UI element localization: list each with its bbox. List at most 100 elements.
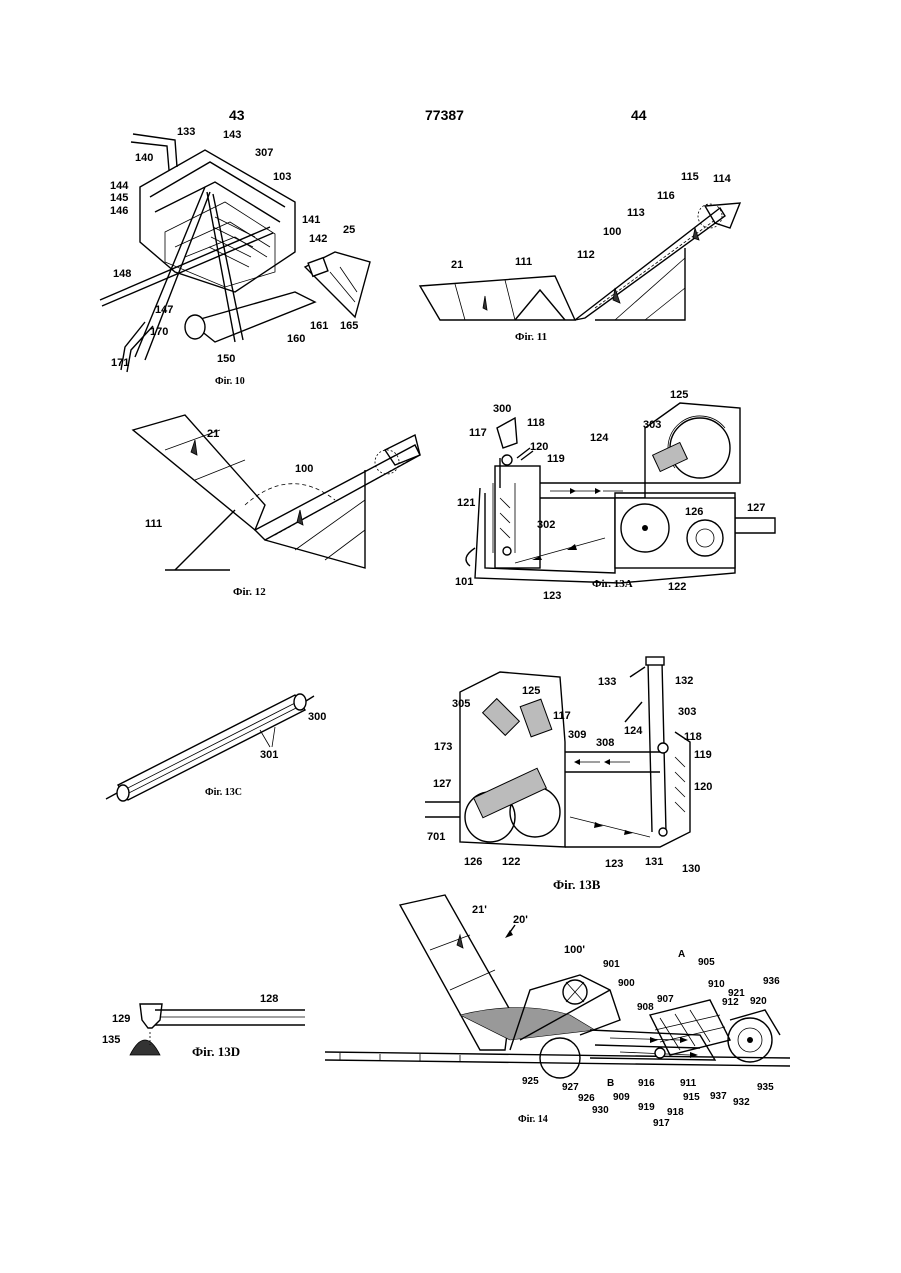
caption-fig10: Фіг. 10 bbox=[215, 376, 245, 387]
page-number-left: 43 bbox=[229, 107, 245, 123]
label-160: 160 bbox=[287, 333, 305, 345]
label-140: 140 bbox=[135, 152, 153, 164]
label-118: 118 bbox=[684, 731, 702, 743]
caption-fig13c: Фіг. 13С bbox=[205, 787, 242, 798]
label-113: 113 bbox=[627, 207, 645, 219]
label-305: 305 bbox=[452, 698, 470, 710]
label-120: 120 bbox=[530, 441, 548, 453]
figure-11: 115 114 116 113 100 112 21 111 Фіг. 11 bbox=[415, 168, 755, 348]
figure-13b: 133 132 305 125 303 117 309 308 124 118 … bbox=[420, 632, 730, 894]
label-B: B bbox=[607, 1078, 614, 1089]
label-907: 907 bbox=[657, 994, 674, 1005]
label-147: 147 bbox=[155, 304, 173, 316]
label-925: 925 bbox=[522, 1076, 539, 1087]
label-103: 103 bbox=[273, 171, 291, 183]
label-165: 165 bbox=[340, 320, 358, 332]
label-111: 111 bbox=[145, 518, 162, 530]
label-20-prime: 20' bbox=[513, 914, 528, 926]
figure-13c: 300 301 Фіг. 13С bbox=[100, 685, 350, 810]
figure-12: 21 100 111 Фіг. 12 bbox=[125, 410, 435, 600]
label-910: 910 bbox=[708, 979, 725, 990]
label-145: 145 bbox=[110, 192, 128, 204]
label-143: 143 bbox=[223, 129, 241, 141]
label-926: 926 bbox=[578, 1093, 595, 1104]
label-117: 303 bbox=[678, 706, 696, 718]
label-100-prime: 100' bbox=[564, 944, 585, 956]
label-142: 142 bbox=[309, 233, 327, 245]
caption-fig12: Фіг. 12 bbox=[233, 586, 266, 598]
label-126: 126 bbox=[464, 856, 482, 868]
label-309: 309 bbox=[568, 729, 586, 741]
label-124: 124 bbox=[590, 432, 609, 444]
label-123: 123 bbox=[543, 590, 561, 602]
label-701: 701 bbox=[427, 831, 445, 843]
label-148: 148 bbox=[113, 268, 131, 280]
label-21: 21 bbox=[451, 259, 463, 271]
label-908: 908 bbox=[637, 1002, 654, 1013]
label-932: 932 bbox=[733, 1097, 750, 1108]
label-101: 101 bbox=[455, 576, 473, 588]
label-112: 112 bbox=[577, 249, 595, 261]
label-21: 21 bbox=[207, 428, 219, 440]
label-930: 930 bbox=[592, 1105, 609, 1116]
label-126: 126 bbox=[685, 506, 703, 518]
label-307: 307 bbox=[255, 147, 273, 159]
label-308: 308 bbox=[596, 737, 614, 749]
label-118: 118 bbox=[527, 417, 545, 429]
label-124: 124 bbox=[624, 725, 643, 737]
label-912: 912 bbox=[722, 997, 739, 1008]
label-919: 919 bbox=[638, 1102, 655, 1113]
label-917: 917 bbox=[653, 1118, 670, 1129]
label-141: 141 bbox=[302, 214, 320, 226]
label-161: 161 bbox=[310, 320, 328, 332]
label-127: 127 bbox=[433, 778, 451, 790]
label-131: 131 bbox=[645, 856, 663, 868]
label-302: 302 bbox=[537, 519, 555, 531]
caption-fig14: Фіг. 14 bbox=[518, 1114, 548, 1125]
patent-number: 77387 bbox=[425, 107, 464, 123]
label-21-prime: 21' bbox=[472, 904, 487, 916]
label-25: 25 bbox=[343, 224, 355, 236]
label-171: 171 bbox=[111, 357, 129, 369]
label-120: 120 bbox=[694, 781, 712, 793]
label-129: 129 bbox=[112, 1013, 130, 1025]
caption-fig13a: Фіг. 13А bbox=[592, 578, 633, 590]
label-121: 121 bbox=[457, 497, 475, 509]
label-100: 100 bbox=[603, 226, 621, 238]
label-122: 122 bbox=[668, 581, 686, 593]
label-123: 123 bbox=[605, 858, 623, 870]
label-122: 122 bbox=[502, 856, 520, 868]
label-133: 133 bbox=[177, 126, 195, 138]
label-127: 127 bbox=[747, 502, 765, 514]
label-132: 132 bbox=[675, 675, 693, 687]
label-116: 116 bbox=[657, 190, 675, 202]
label-301: 301 bbox=[260, 749, 278, 761]
label-300: 300 bbox=[308, 711, 326, 723]
label-144: 144 bbox=[110, 180, 129, 192]
caption-fig13d: Фіг. 13D bbox=[192, 1044, 240, 1059]
label-A: A bbox=[678, 949, 685, 960]
label-146: 146 bbox=[110, 205, 128, 217]
label-125: 125 bbox=[522, 685, 540, 697]
caption-fig11: Фіг. 11 bbox=[515, 331, 547, 343]
label-300: 300 bbox=[493, 403, 511, 415]
label-128: 128 bbox=[260, 993, 278, 1005]
label-901: 901 bbox=[603, 959, 620, 970]
label-303: 303 bbox=[643, 419, 661, 431]
label-303: 117 bbox=[553, 710, 571, 722]
label-115: 115 bbox=[681, 171, 699, 183]
label-909: 909 bbox=[613, 1092, 630, 1103]
label-918: 918 bbox=[667, 1107, 684, 1118]
label-920: 920 bbox=[750, 996, 767, 1007]
figure-10: 133 143 307 140 103 144 145 146 141 142 … bbox=[95, 122, 385, 392]
label-900: 900 bbox=[618, 978, 635, 989]
label-935: 935 bbox=[757, 1082, 774, 1093]
label-916: 916 bbox=[638, 1078, 655, 1089]
label-125: 125 bbox=[670, 389, 688, 401]
label-133: 133 bbox=[598, 676, 616, 688]
figure-14: 21' 20' 100' 901 900 905 A 907 908 936 9… bbox=[320, 890, 800, 1130]
label-937: 937 bbox=[710, 1091, 727, 1102]
label-927: 927 bbox=[562, 1082, 579, 1093]
label-170: 170 bbox=[150, 326, 168, 338]
label-130: 130 bbox=[682, 863, 700, 875]
